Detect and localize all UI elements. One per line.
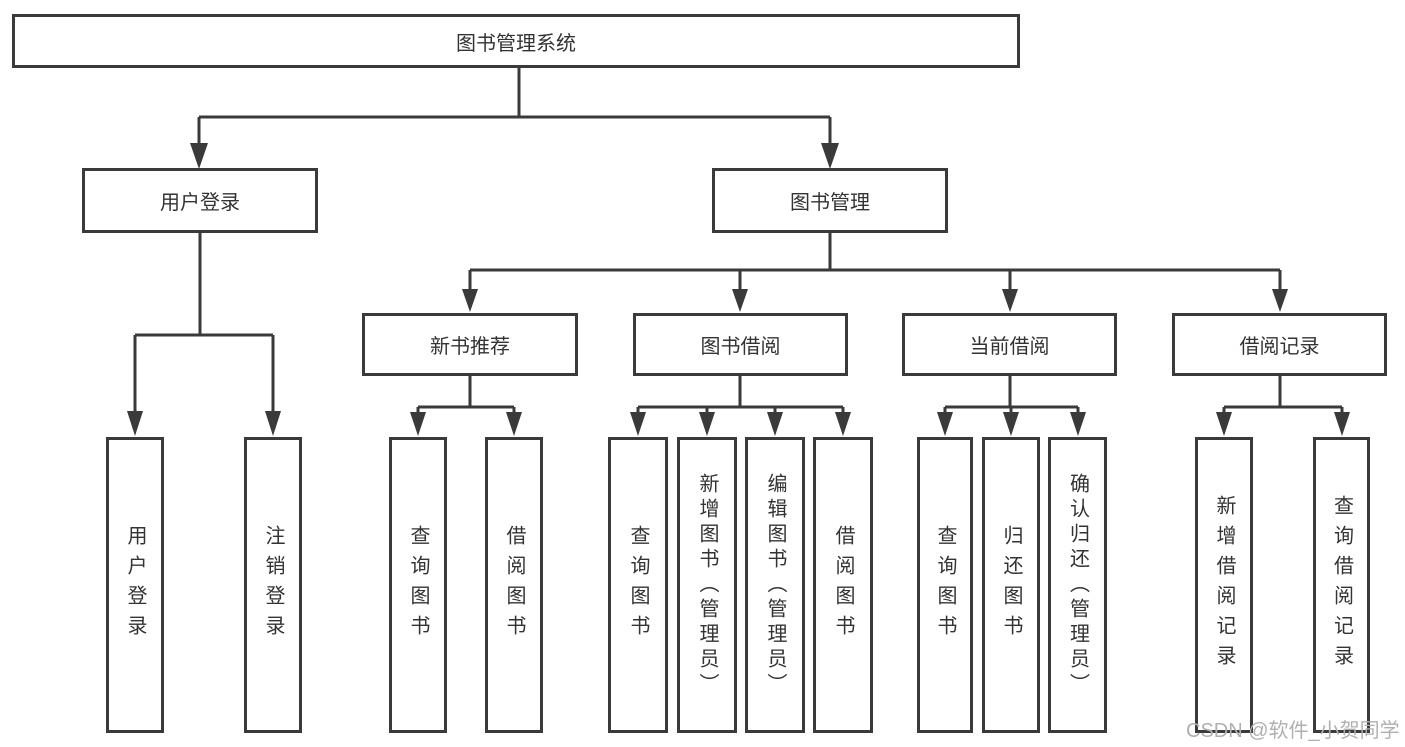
leaf-query-borrow-record-label: 查询借阅记录 [1330, 495, 1353, 675]
connector-records-to-leaves [1222, 375, 1344, 413]
node-book-borrowing-label: 图书借阅 [700, 336, 781, 358]
node-book-borrowing: 图书借阅 [633, 313, 848, 376]
leaf-confirm-return-admin-label: 确认归还（管理员） [1066, 472, 1089, 698]
leaf-add-borrow-record-label: 新增借阅记录 [1213, 495, 1235, 675]
node-library-system-label: 图书管理系统 [456, 32, 576, 55]
leaf-current-query-books-label: 查询图书 [934, 525, 956, 645]
leaf-current-query-books: 查询图书 [917, 437, 973, 733]
leaf-query-borrow-record: 查询借阅记录 [1313, 437, 1370, 733]
leaf-recommend-query-books-label: 查询图书 [407, 525, 429, 645]
leaf-logout-label: 注销登录 [262, 525, 284, 645]
leaf-user-login: 用户登录 [106, 437, 164, 733]
leaf-borrowing-query-books-label: 查询图书 [627, 525, 649, 645]
node-current-borrowing-label: 当前借阅 [969, 336, 1050, 358]
node-new-book-recommend-label: 新书推荐 [430, 336, 510, 358]
node-library-system: 图书管理系统 [12, 14, 1020, 68]
connector-borrowing-to-leaves [636, 375, 845, 413]
leaf-return-books-label: 归还图书 [1000, 525, 1022, 645]
node-new-book-recommend: 新书推荐 [362, 313, 578, 376]
connector-recommend-to-leaves [416, 375, 516, 413]
node-user-login-label: 用户登录 [160, 192, 240, 214]
connector-root-to-level1 [197, 67, 832, 143]
leaf-confirm-return-admin: 确认归还（管理员） [1048, 437, 1107, 733]
leaf-borrowing-query-books: 查询图书 [608, 437, 668, 733]
leaf-add-borrow-record: 新增借阅记录 [1195, 437, 1253, 733]
leaf-add-books-admin-label: 新增图书（管理员） [696, 472, 718, 698]
leaf-recommend-borrow-books: 借阅图书 [485, 437, 543, 733]
leaf-borrow-books-label: 借阅图书 [832, 525, 854, 645]
leaf-edit-books-admin: 编辑图书（管理员） [745, 437, 805, 733]
node-borrowing-records-label: 借阅记录 [1239, 336, 1320, 358]
connector-current-to-leaves [943, 375, 1080, 413]
leaf-logout: 注销登录 [244, 437, 302, 733]
connector-userlogin-to-leaves [133, 232, 275, 411]
node-current-borrowing: 当前借阅 [902, 313, 1117, 376]
leaf-edit-books-admin-label: 编辑图书（管理员） [764, 472, 786, 698]
node-borrowing-records: 借阅记录 [1172, 313, 1387, 376]
node-user-login: 用户登录 [82, 168, 318, 233]
watermark: CSDN @软件_小贺同学 [1186, 720, 1400, 742]
connector-bookmgmt-to-level2 [468, 232, 1282, 289]
leaf-user-login-label: 用户登录 [124, 525, 146, 645]
node-book-management: 图书管理 [712, 168, 948, 233]
leaf-borrow-books: 借阅图书 [813, 437, 873, 733]
node-book-management-label: 图书管理 [790, 192, 870, 214]
leaf-return-books: 归还图书 [982, 437, 1040, 733]
leaf-recommend-query-books: 查询图书 [389, 437, 447, 733]
arrowheads [127, 143, 1350, 436]
leaf-recommend-borrow-books-label: 借阅图书 [503, 525, 525, 645]
leaf-add-books-admin: 新增图书（管理员） [677, 437, 737, 733]
